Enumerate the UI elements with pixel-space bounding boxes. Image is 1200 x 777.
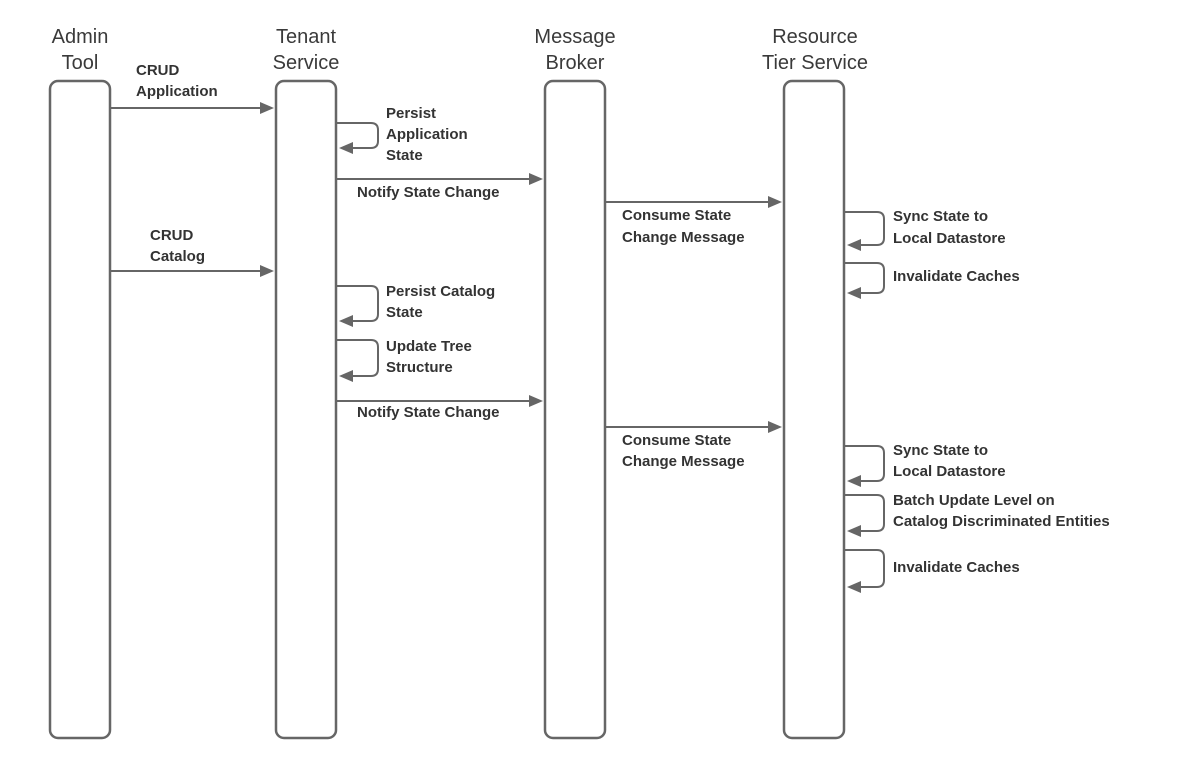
message-label: Change Message	[622, 453, 745, 470]
message-batch-update-level: Batch Update Level on Catalog Discrimina…	[845, 492, 1110, 537]
participant-title-admin-line2: Tool	[62, 52, 99, 74]
message-label: Change Message	[622, 229, 745, 246]
self-loop-line	[845, 445, 885, 482]
message-label: State	[386, 147, 423, 164]
arrow-head	[529, 395, 543, 407]
message-label: Consume State	[622, 432, 731, 449]
message-label: Sync State to	[893, 442, 988, 459]
message-label: Update Tree	[386, 338, 472, 355]
participant-title-broker-line1: Message	[534, 26, 615, 48]
participant-title-admin: Admin Tool	[52, 26, 109, 74]
message-notify-state-change-2: Notify State Change	[337, 395, 543, 421]
participant-title-resource-line2: Tier Service	[762, 52, 868, 74]
participant-title-broker-line2: Broker	[546, 52, 605, 74]
message-crud-catalog: CRUD Catalog	[111, 227, 274, 277]
message-notify-state-change-1: Notify State Change	[337, 173, 543, 201]
message-label: Catalog	[150, 248, 205, 265]
message-label: Invalidate Caches	[893, 268, 1020, 285]
message-label: Structure	[386, 359, 453, 376]
arrow-head	[847, 475, 861, 487]
message-label: Sync State to	[893, 208, 988, 225]
self-loop-line	[845, 494, 885, 532]
message-invalidate-caches-2: Invalidate Caches	[845, 549, 1020, 593]
message-update-tree-structure: Update Tree Structure	[337, 338, 472, 382]
message-persist-application-state: Persist Application State	[337, 105, 468, 164]
message-label: Persist Catalog	[386, 283, 495, 300]
message-label: State	[386, 304, 423, 321]
message-sync-state-2: Sync State to Local Datastore	[845, 442, 1006, 487]
message-label: Notify State Change	[357, 184, 500, 201]
self-loop-line	[337, 285, 379, 322]
participant-title-tenant-line2: Service	[273, 52, 340, 74]
arrow-head	[847, 239, 861, 251]
arrow-head	[768, 196, 782, 208]
message-sync-state-1: Sync State to Local Datastore	[845, 208, 1006, 251]
message-consume-state-change-2: Consume State Change Message	[606, 421, 782, 470]
self-loop-line	[845, 262, 885, 294]
arrow-head	[529, 173, 543, 185]
arrow-head	[847, 581, 861, 593]
message-label: Notify State Change	[357, 404, 500, 421]
lifeline-tenant	[274, 79, 338, 740]
arrow-head	[339, 315, 353, 327]
self-loop-line	[337, 339, 379, 377]
message-consume-state-change-1: Consume State Change Message	[606, 196, 782, 246]
message-label: Consume State	[622, 207, 731, 224]
message-invalidate-caches-1: Invalidate Caches	[845, 262, 1020, 299]
self-loop-line	[845, 211, 885, 246]
participant-title-tenant-line1: Tenant	[276, 26, 336, 48]
message-label: Application	[386, 126, 468, 143]
arrow-head	[847, 525, 861, 537]
message-label: Local Datastore	[893, 230, 1006, 247]
message-label: Batch Update Level on	[893, 492, 1055, 509]
participant-title-resource-line1: Resource	[772, 26, 858, 48]
message-label: Persist	[386, 105, 436, 122]
message-label: CRUD	[136, 62, 179, 79]
arrow-head	[339, 370, 353, 382]
message-crud-application: CRUD Application	[111, 62, 274, 114]
lifeline-broker	[543, 79, 607, 740]
message-label: Application	[136, 83, 218, 100]
participant-title-resource: Resource Tier Service	[762, 26, 868, 74]
arrow-head	[339, 142, 353, 154]
message-persist-catalog-state: Persist Catalog State	[337, 283, 495, 327]
arrow-head	[260, 265, 274, 277]
participant-title-broker: Message Broker	[534, 26, 615, 74]
lifeline-admin	[48, 79, 112, 740]
arrow-head	[260, 102, 274, 114]
message-label: CRUD	[150, 227, 193, 244]
message-label: Catalog Discriminated Entities	[893, 513, 1110, 530]
arrow-head	[768, 421, 782, 433]
self-loop-line	[337, 122, 379, 149]
arrow-head	[847, 287, 861, 299]
participant-title-admin-line1: Admin	[52, 26, 109, 48]
lifeline-resource	[782, 79, 846, 740]
message-label: Invalidate Caches	[893, 559, 1020, 576]
participant-title-tenant: Tenant Service	[273, 26, 340, 74]
message-label: Local Datastore	[893, 463, 1006, 480]
self-loop-line	[845, 549, 885, 588]
